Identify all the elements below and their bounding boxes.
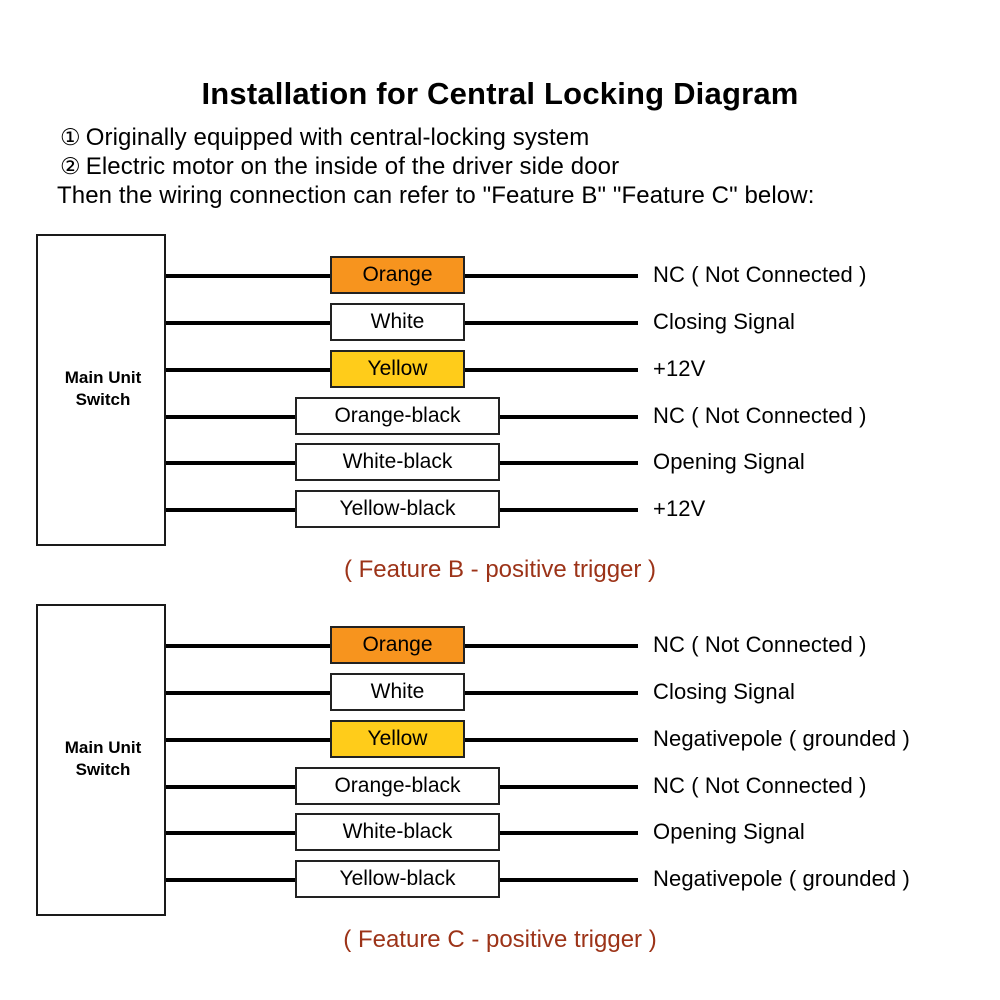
signal-label: NC ( Not Connected )	[653, 632, 867, 657]
signal-label: Closing Signal	[653, 679, 796, 704]
main-unit-label-line2: Switch	[75, 390, 131, 409]
header-line-2-text: Electric motor on the inside of the driv…	[85, 153, 620, 180]
signal-label: Negativepole ( grounded )	[653, 866, 910, 891]
wire-color-chip: Orange-black	[295, 397, 500, 435]
signal-label: Opening Signal	[653, 819, 805, 844]
header-note: Then the wiring connection can refer to …	[57, 182, 815, 209]
wire-segment-right	[500, 415, 638, 419]
wire-segment-left	[166, 738, 330, 742]
wire-segment-right	[500, 508, 638, 512]
main-unit-label-line1: Main Unit	[64, 738, 142, 757]
wire-row: Yellow-black +12V	[0, 490, 1000, 530]
wire-segment-left	[166, 274, 330, 278]
wire-segment-left	[166, 785, 295, 789]
wire-segment-left	[166, 691, 330, 695]
wire-row: White-black Opening Signal	[0, 813, 1000, 853]
wire-row: Orange NC ( Not Connected )	[0, 626, 1000, 666]
wire-color-chip: Yellow	[330, 720, 465, 758]
wire-row: Yellow Negativepole ( grounded )	[0, 720, 1000, 760]
wire-row: Yellow +12V	[0, 350, 1000, 390]
wire-color-chip: Yellow-black	[295, 860, 500, 898]
wire-color-chip: Yellow	[330, 350, 465, 388]
wire-color-chip: White-black	[295, 813, 500, 851]
wire-segment-left	[166, 508, 295, 512]
signal-label: Opening Signal	[653, 449, 805, 474]
wire-segment-right	[465, 274, 638, 278]
wire-segment-left	[166, 368, 330, 372]
wire-color-chip: White	[330, 303, 465, 341]
wire-segment-right	[465, 691, 638, 695]
wire-segment-right	[500, 878, 638, 882]
wire-row: Orange-black NC ( Not Connected )	[0, 767, 1000, 807]
wire-segment-right	[465, 738, 638, 742]
wire-color-chip: White-black	[295, 443, 500, 481]
circled-two-icon: ②	[60, 153, 81, 179]
wire-segment-right	[500, 831, 638, 835]
signal-label: NC ( Not Connected )	[653, 403, 867, 428]
page-title: Installation for Central Locking Diagram	[201, 76, 799, 111]
wire-segment-left	[166, 831, 295, 835]
diagram-caption: ( Feature B - positive trigger )	[343, 556, 657, 583]
wire-segment-right	[500, 461, 638, 465]
wire-segment-right	[500, 785, 638, 789]
wire-row: Orange NC ( Not Connected )	[0, 256, 1000, 296]
wire-segment-left	[166, 461, 295, 465]
wire-color-chip: White	[330, 673, 465, 711]
wire-row: White Closing Signal	[0, 673, 1000, 713]
circled-one-icon: ①	[60, 124, 81, 150]
wire-segment-right	[465, 368, 638, 372]
wire-row: White Closing Signal	[0, 303, 1000, 343]
signal-label: Closing Signal	[653, 309, 796, 334]
wire-segment-left	[166, 878, 295, 882]
wire-segment-left	[166, 415, 295, 419]
wire-segment-right	[465, 644, 638, 648]
wire-color-chip: Yellow-black	[295, 490, 500, 528]
wire-row: Yellow-black Negativepole ( grounded )	[0, 860, 1000, 900]
signal-label: +12V	[653, 496, 706, 521]
wire-segment-left	[166, 321, 330, 325]
wire-segment-right	[465, 321, 638, 325]
signal-label: NC ( Not Connected )	[653, 773, 867, 798]
main-unit-label-line1: Main Unit	[64, 368, 142, 387]
signal-label: NC ( Not Connected )	[653, 262, 867, 287]
diagram-caption: ( Feature C - positive trigger )	[343, 926, 657, 953]
wire-segment-left	[166, 644, 330, 648]
wire-row: White-black Opening Signal	[0, 443, 1000, 483]
wire-color-chip: Orange	[330, 256, 465, 294]
wire-color-chip: Orange-black	[295, 767, 500, 805]
header-line-1-text: Originally equipped with central-locking…	[85, 124, 590, 151]
wire-row: Orange-black NC ( Not Connected )	[0, 397, 1000, 437]
wire-color-chip: Orange	[330, 626, 465, 664]
signal-label: +12V	[653, 356, 706, 381]
signal-label: Negativepole ( grounded )	[653, 726, 910, 751]
main-unit-label-line2: Switch	[75, 760, 131, 779]
